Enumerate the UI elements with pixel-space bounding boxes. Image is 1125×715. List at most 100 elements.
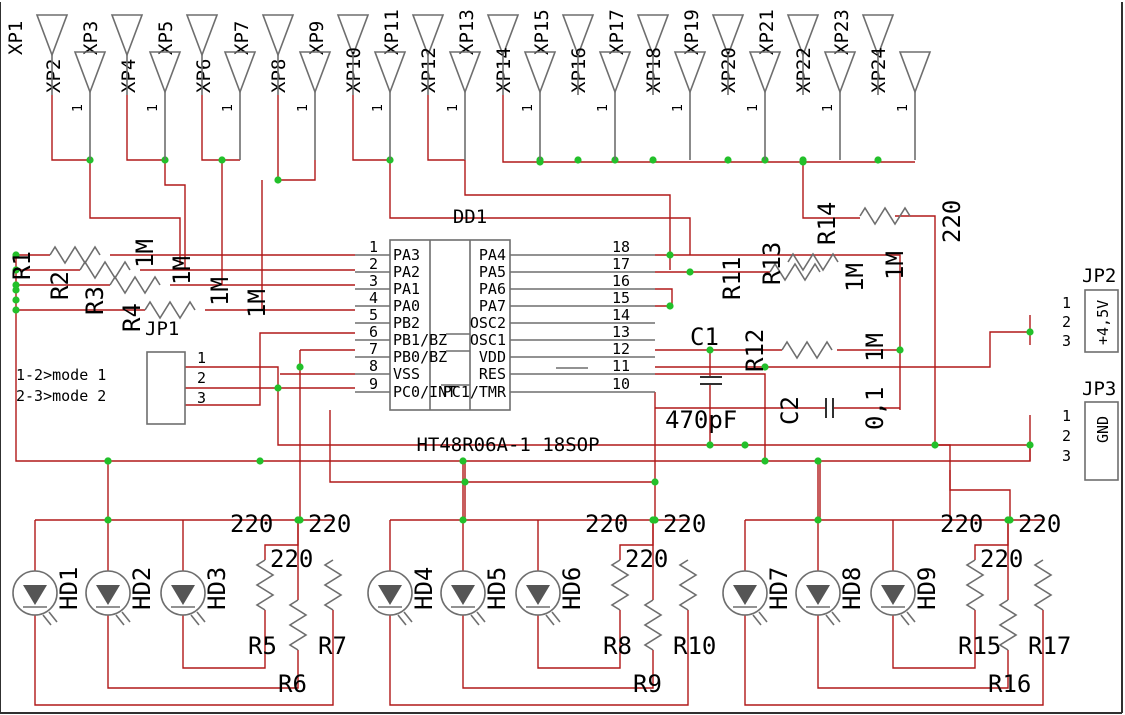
r2-ref: R2	[46, 271, 74, 300]
wire-xp1	[51, 95, 90, 161]
junction	[1026, 328, 1034, 336]
jp1-note-mode2: 2-3>mode 2	[16, 387, 106, 405]
led-ref: HD7	[765, 567, 793, 610]
wire	[389, 160, 691, 255]
mcu-left-pin-name: PB1/BZ	[393, 331, 447, 349]
led-res-ref: R9	[633, 670, 662, 698]
connector-upper-symbol	[336, 14, 370, 58]
power-jp2: JP2 1 2 3 +4,5V	[1062, 265, 1119, 353]
mcu-left-pin-number: 5	[369, 306, 378, 324]
junction	[666, 302, 674, 310]
led-resistor-symbol	[998, 599, 1018, 651]
junction	[256, 457, 264, 465]
connector-upper-symbol	[261, 14, 295, 58]
junction	[686, 268, 694, 276]
mcu-left-pin-number: 1	[369, 238, 378, 256]
connector-label-upper: XP9	[306, 21, 328, 55]
wire	[895, 215, 936, 445]
connector-pin-number: 1	[746, 104, 761, 112]
wire	[537, 610, 621, 669]
wire	[329, 410, 655, 483]
mcu-right-pin-name: PA4	[479, 246, 506, 264]
junction	[574, 156, 582, 164]
connector-upper-symbol	[561, 14, 595, 58]
connector-pin-number: 1	[146, 104, 161, 112]
connector-label-lower: XP20	[718, 47, 740, 93]
led-ref: HD2	[128, 567, 156, 610]
junction	[12, 281, 20, 289]
led-res-ref: R6	[278, 670, 307, 698]
mcu-left-pin-number: 9	[369, 375, 378, 393]
r13-ref: R13	[758, 242, 786, 285]
led-body	[515, 570, 561, 616]
led-ray	[42, 614, 52, 626]
connector-label-lower: XP18	[643, 47, 665, 93]
jumper-jp1: JP1 1 2 3 1-2>mode 1 2-3>mode 2	[16, 318, 206, 425]
connector-label-upper: XP21	[756, 9, 778, 55]
junction	[931, 441, 939, 449]
junction	[218, 156, 226, 164]
junction	[799, 158, 807, 166]
mcu-right-pin-number: 16	[612, 272, 630, 290]
wire	[655, 373, 766, 461]
jp3-pin-1: 1	[1062, 407, 1071, 425]
junction	[104, 516, 112, 524]
led-resistor-symbol	[288, 599, 308, 651]
connector-upper-symbol	[786, 14, 820, 58]
junction	[896, 346, 904, 354]
led-res-ref: R10	[673, 632, 716, 660]
jp1-ref: JP1	[145, 318, 179, 340]
junction	[461, 478, 469, 486]
led-res-ref: R16	[988, 670, 1031, 698]
net-wires	[15, 95, 1044, 706]
led-body	[722, 570, 768, 616]
led-ray	[397, 614, 407, 626]
led-ref: HD5	[483, 567, 511, 610]
connector-label-lower: XP4	[118, 59, 140, 93]
connector-upper-symbol	[411, 14, 445, 58]
wire	[892, 610, 976, 669]
connector-lower-symbol	[673, 51, 707, 95]
r14-value: 220	[938, 200, 966, 243]
connector-lower-symbol	[523, 51, 557, 95]
led-ref: HD8	[838, 567, 866, 610]
wire	[164, 160, 186, 270]
led-ref: HD1	[55, 567, 83, 610]
mcu-right-pin-number: 18	[612, 238, 630, 256]
jp1-pin-1: 1	[197, 349, 206, 367]
c2-value: 0,1	[861, 387, 889, 430]
mcu-left-pin-name: PA0	[393, 297, 420, 315]
wire	[935, 444, 951, 520]
led-res-value: 220	[585, 510, 628, 538]
mcu-right-pin-name: PA5	[479, 263, 506, 281]
r13-symbol	[787, 252, 839, 272]
wire	[185, 332, 355, 406]
connector-pin-number: 1	[221, 104, 236, 112]
wire	[389, 610, 689, 706]
led-res-ref: R8	[603, 632, 632, 660]
connector-label-upper: XP3	[80, 21, 102, 55]
led-ray	[752, 614, 762, 626]
junction	[459, 516, 467, 524]
mcu-right-pin-number: 17	[612, 255, 630, 273]
connector-label-upper: XP17	[606, 9, 628, 55]
junction	[706, 441, 714, 449]
connector-lower-symbol	[748, 51, 782, 95]
connector-pin-number: 1	[446, 104, 461, 112]
mcu-left-pin-name: PA1	[393, 280, 420, 298]
connector-lower-symbol	[298, 51, 332, 95]
mcu-right-pin-name: PA6	[479, 280, 506, 298]
mcu-left-pin-number: 3	[369, 272, 378, 290]
connector-lower-symbol	[898, 51, 932, 95]
mcu-ref: DD1	[453, 206, 487, 228]
connector-label-upper: XP5	[155, 21, 177, 55]
connector-label-upper: XP15	[531, 9, 553, 55]
c2-ref: C2	[776, 396, 804, 425]
junction	[12, 266, 20, 274]
wire-a	[89, 160, 181, 265]
mcu-right-pin-name: RES	[479, 365, 506, 383]
mcu-right-pin-name: OSC1	[470, 331, 506, 349]
led-ray	[900, 614, 910, 626]
